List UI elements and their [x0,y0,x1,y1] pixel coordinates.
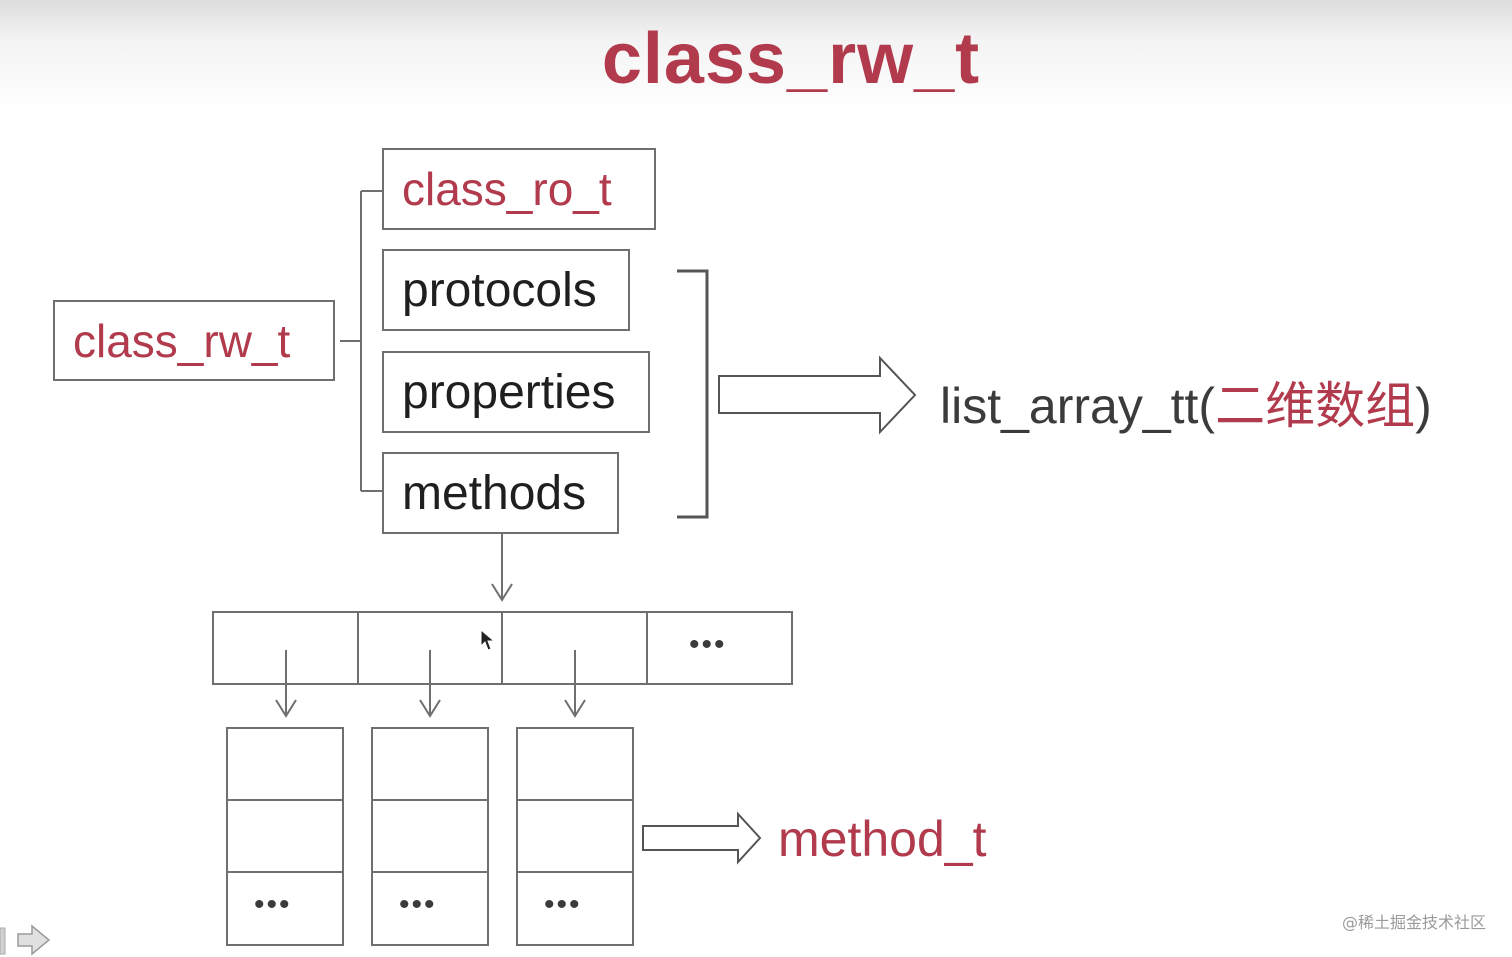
method-t-label: method_t [778,811,987,867]
next-slide-icon [17,924,51,956]
cell-arrow-3 [564,650,586,718]
list-array-arrow [718,355,917,435]
inner-array-3 [516,727,634,946]
methods-label: methods [402,466,587,520]
inner-ellipsis-2: ••• [399,888,437,921]
inner-ellipsis-3: ••• [544,888,582,921]
right-bracket [677,269,709,519]
watermark: @稀土掘金技术社区 [1341,913,1486,932]
protocols-label: protocols [402,263,597,317]
class-ro-t-label: class_ro_t [402,163,612,215]
outer-ellipsis: ••• [689,628,727,661]
cursor-icon [480,628,496,651]
cell-arrow-1 [275,650,297,718]
slide-title: class_rw_t [601,19,981,99]
class-rw-t-label: class_rw_t [73,314,291,367]
list-array-label: list_array_tt(二维数组) [940,366,1432,438]
properties-label: properties [402,365,616,419]
class-rw-t-box: class_rw_t [53,300,335,381]
class-ro-t-box: class_ro_t [382,148,656,230]
methods-box: methods [382,452,619,534]
cell-arrow-2 [419,650,441,718]
properties-box: properties [382,351,650,433]
protocols-box: protocols [382,249,630,331]
list-array-suffix: ) [1415,378,1432,434]
method-t-arrow [642,811,762,865]
list-array-cn: 二维数组 [1215,378,1416,434]
inner-array-2 [371,727,489,946]
inner-ellipsis-1: ••• [254,888,292,921]
list-array-prefix: list_array_tt( [940,378,1216,434]
header-background [0,0,1512,110]
inner-array-1 [226,727,344,946]
methods-down-arrow [491,534,513,602]
member-brace [340,190,382,492]
